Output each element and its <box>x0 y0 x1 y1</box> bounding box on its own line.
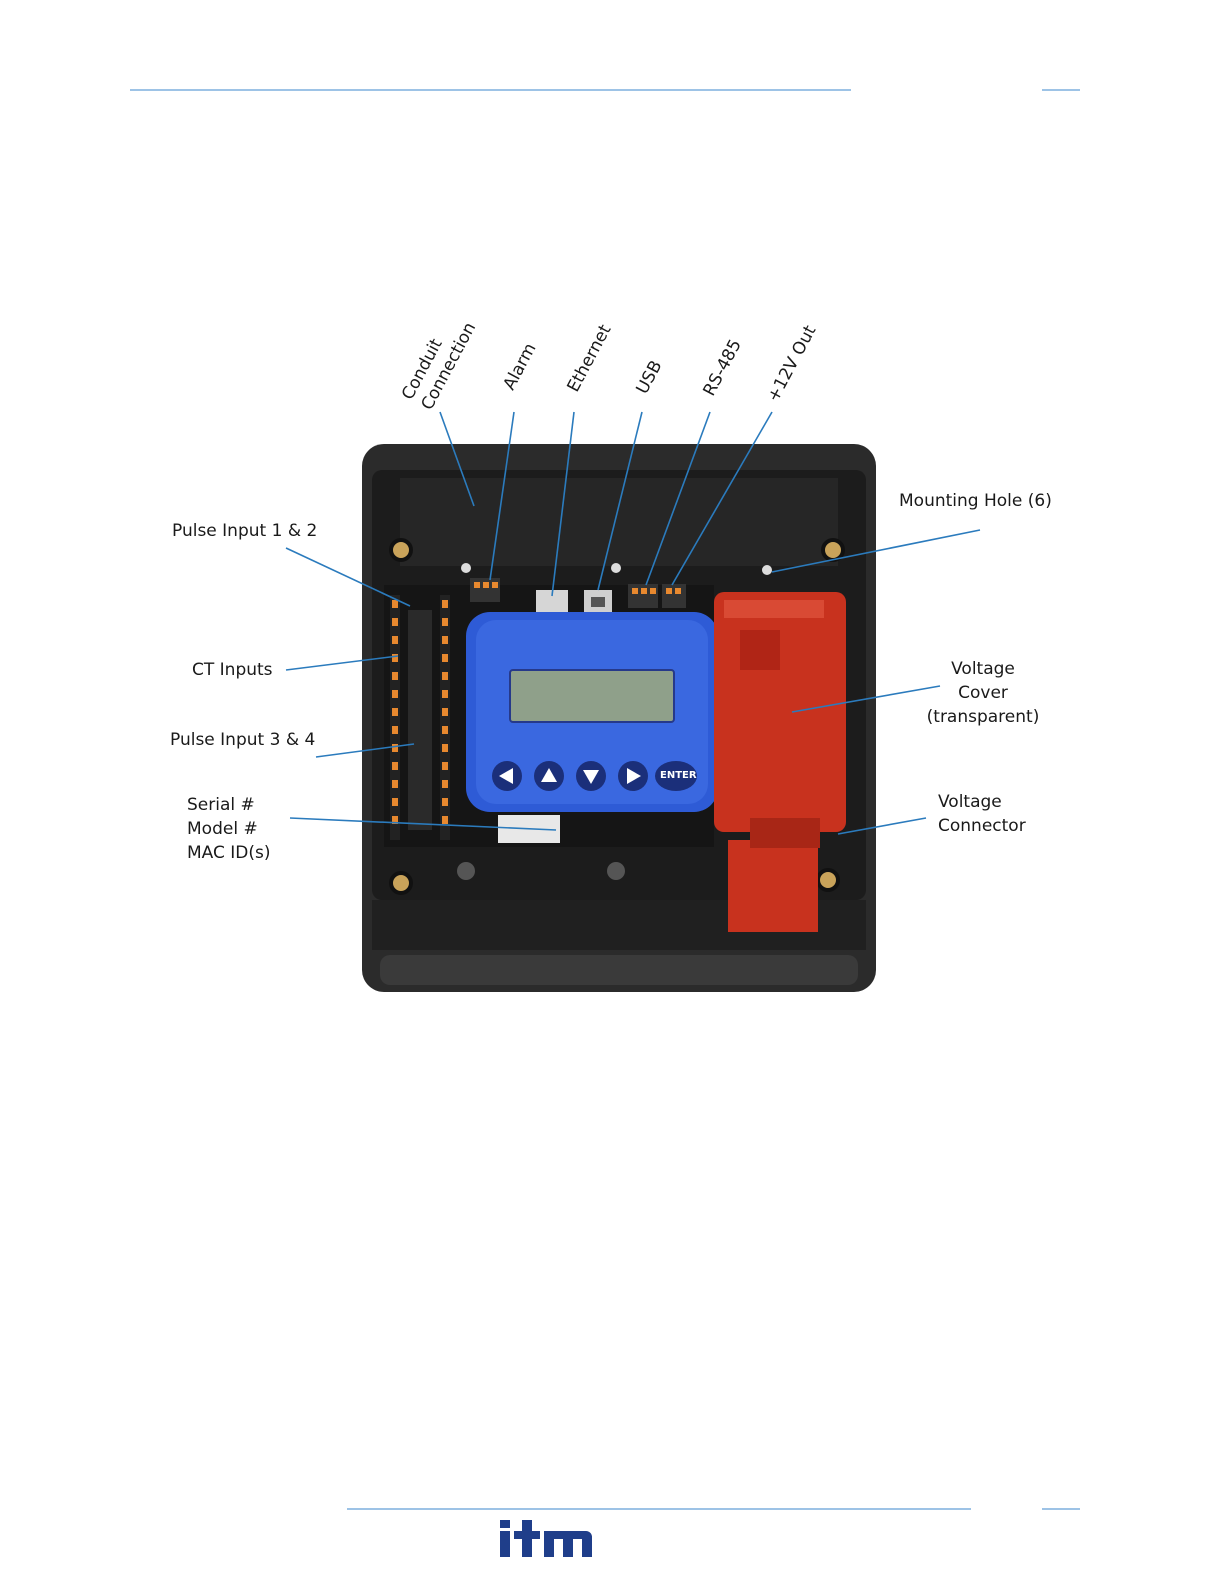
left-terminal-blocks <box>390 595 450 840</box>
footer-rule-left <box>347 1508 971 1510</box>
label-ct-inputs: CT Inputs <box>192 658 273 682</box>
alarm-terminal <box>470 578 500 602</box>
voltage-connector <box>750 818 820 848</box>
itm-logo: itm <box>500 1516 592 1558</box>
label-pulse-input-3-4: Pulse Input 3 & 4 <box>170 728 315 752</box>
label-serial-model-mac: Serial # Model # MAC ID(s) <box>187 793 271 865</box>
enter-key-label: ENTER <box>660 765 697 787</box>
label-pulse-input-1-2: Pulse Input 1 & 2 <box>172 519 317 543</box>
12v-out-terminal <box>662 584 686 608</box>
rs485-terminal <box>628 584 658 608</box>
label-voltage-connector: Voltage Connector <box>938 790 1026 838</box>
footer-rule-right <box>1042 1508 1080 1510</box>
label-voltage-cover: Voltage Cover (transparent) <box>923 657 1043 729</box>
label-mounting-hole: Mounting Hole (6) <box>899 489 1052 513</box>
